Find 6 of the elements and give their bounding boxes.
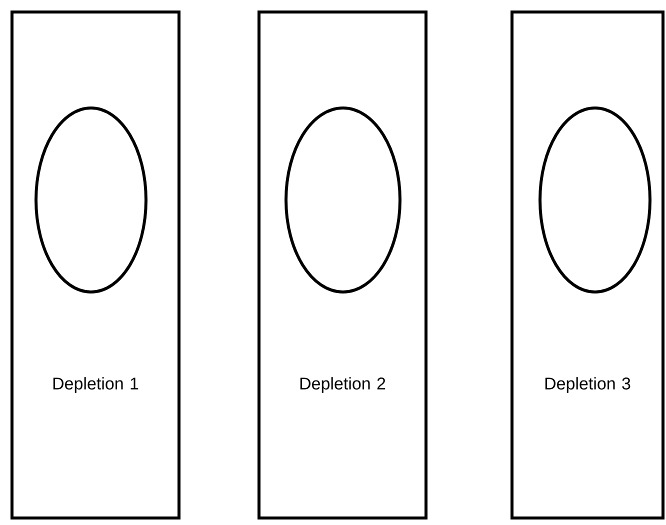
oval [284, 106, 402, 294]
panel: Depletion 3 [510, 10, 664, 520]
oval [538, 106, 652, 294]
oval [34, 106, 148, 294]
panel: Depletion 2 [258, 10, 428, 520]
panel: Depletion 1 [10, 10, 180, 520]
